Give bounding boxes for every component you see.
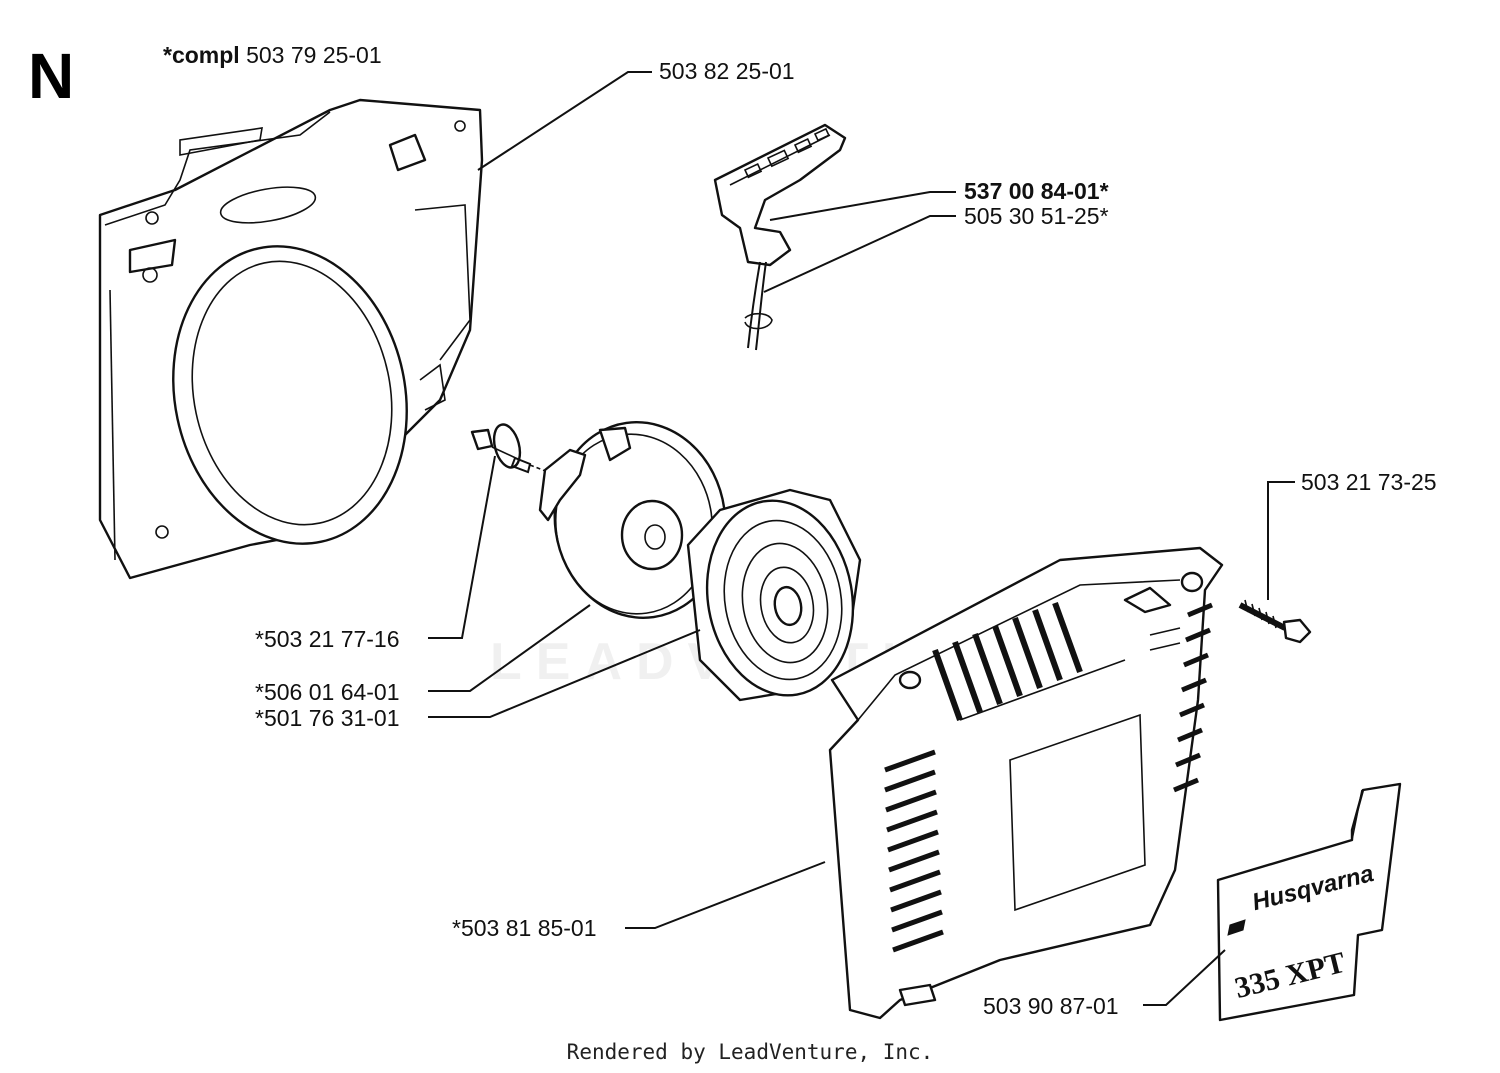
label-starter-cord: 505 30 51-25*	[964, 203, 1109, 229]
cover-vents-side	[884, 749, 944, 953]
compl-prefix: *compl	[163, 42, 240, 68]
compl-number: 503 79 25-01	[246, 42, 382, 68]
starter-handle-part	[713, 123, 847, 351]
label-center-screw: *503 21 77-16	[255, 626, 400, 652]
decal-part	[1216, 782, 1402, 1022]
center-screw-part	[470, 423, 549, 474]
leader-cord	[763, 215, 956, 293]
footer-credit: Rendered by LeadVenture, Inc.	[566, 1040, 934, 1064]
leader-starter-cover	[625, 861, 826, 929]
cover-vents-right	[1173, 602, 1213, 793]
label-fan-housing: 503 82 25-01	[659, 58, 795, 84]
leader-handle	[769, 191, 956, 221]
leader-center-screw	[428, 455, 496, 639]
label-handle: 537 00 84-01*	[964, 178, 1109, 204]
spring-cassette-part	[686, 488, 862, 702]
section-letter: N	[28, 40, 75, 112]
compl-label: *compl 503 79 25-01	[163, 44, 382, 67]
cover-vents-top	[932, 601, 1083, 722]
leader-fan-housing	[477, 71, 652, 171]
label-screw: 503 21 73-25	[1301, 469, 1437, 495]
label-starter-cover: *503 81 85-01	[452, 915, 597, 941]
fan-housing-part	[98, 98, 484, 580]
leader-lines	[428, 71, 1295, 1006]
label-decal: 503 90 87-01	[983, 993, 1119, 1019]
screw-part	[1238, 599, 1312, 644]
starter-cover-part	[828, 546, 1224, 1020]
label-pulley: *506 01 64-01	[255, 679, 400, 705]
leader-pulley	[428, 604, 591, 692]
leader-spring-cassette	[428, 629, 701, 718]
pulley-part	[538, 421, 727, 619]
label-spring-cassette: *501 76 31-01	[255, 705, 400, 731]
leader-decal	[1143, 949, 1226, 1006]
leader-screw	[1267, 481, 1295, 600]
